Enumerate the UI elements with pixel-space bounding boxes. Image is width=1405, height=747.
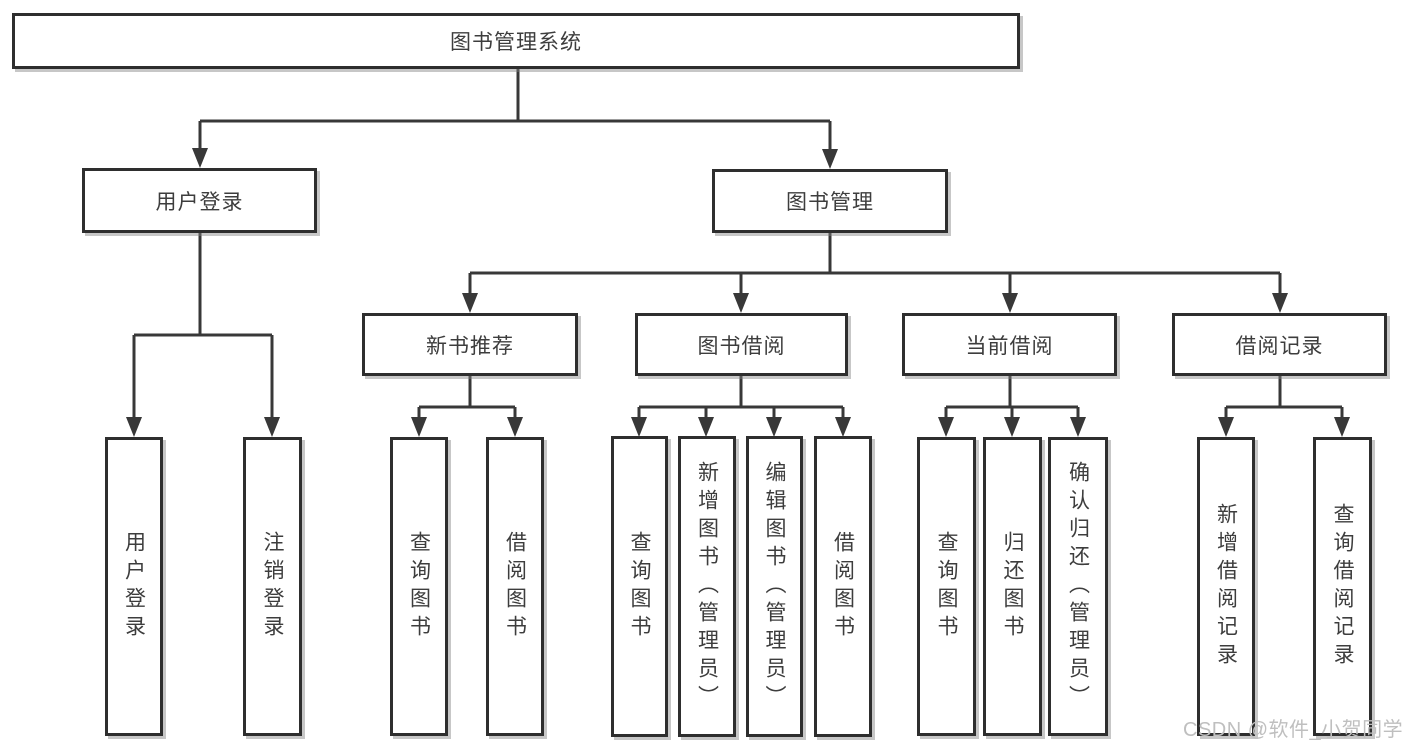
leaf-label: 新增图书（管理员） <box>695 460 719 713</box>
leaf-add-books-admin: 新增图书（管理员） <box>678 436 736 737</box>
leaf-return-books: 归还图书 <box>983 437 1042 736</box>
leaf-borrow-books-2: 借阅图书 <box>814 436 872 737</box>
leaf-query-borrow-record: 查询借阅记录 <box>1313 437 1372 736</box>
arrowheads <box>126 148 1350 437</box>
leaf-label: 借阅图书 <box>831 530 855 643</box>
leaf-label: 归还图书 <box>1001 530 1024 643</box>
node-book-management: 图书管理 <box>712 169 948 233</box>
node-new-book-recommend: 新书推荐 <box>362 313 578 376</box>
node-user-login: 用户登录 <box>82 168 317 233</box>
leaf-confirm-return-admin: 确认归还（管理员） <box>1048 437 1108 736</box>
leaf-query-books-2: 查询图书 <box>611 436 668 737</box>
leaf-query-books-3: 查询图书 <box>917 437 976 736</box>
node-book-borrowing: 图书借阅 <box>635 313 848 376</box>
leaf-logout: 注销登录 <box>243 437 302 736</box>
leaf-label: 注销登录 <box>261 530 284 643</box>
leaf-user-login: 用户登录 <box>105 437 163 736</box>
leaf-label: 借阅图书 <box>503 530 527 643</box>
leaf-label: 查询借阅记录 <box>1331 502 1354 671</box>
leaf-label: 确认归还（管理员） <box>1066 460 1090 713</box>
csdn-watermark: CSDN @软件_小贺同学 <box>1183 719 1404 741</box>
leaf-query-books-1: 查询图书 <box>390 437 448 736</box>
leaf-label: 查询图书 <box>628 530 651 643</box>
leaf-label: 查询图书 <box>935 530 958 643</box>
leaf-label: 新增借阅记录 <box>1214 502 1238 671</box>
leaf-label: 编辑图书（管理员） <box>763 460 786 713</box>
node-borrowing-records: 借阅记录 <box>1172 313 1387 376</box>
leaf-add-borrow-record: 新增借阅记录 <box>1197 437 1255 736</box>
leaf-borrow-books-1: 借阅图书 <box>486 437 544 736</box>
leaf-edit-books-admin: 编辑图书（管理员） <box>746 436 803 737</box>
node-current-borrowing: 当前借阅 <box>902 313 1117 376</box>
node-root: 图书管理系统 <box>12 13 1020 69</box>
leaf-label: 查询图书 <box>407 530 431 643</box>
leaf-label: 用户登录 <box>122 530 146 643</box>
